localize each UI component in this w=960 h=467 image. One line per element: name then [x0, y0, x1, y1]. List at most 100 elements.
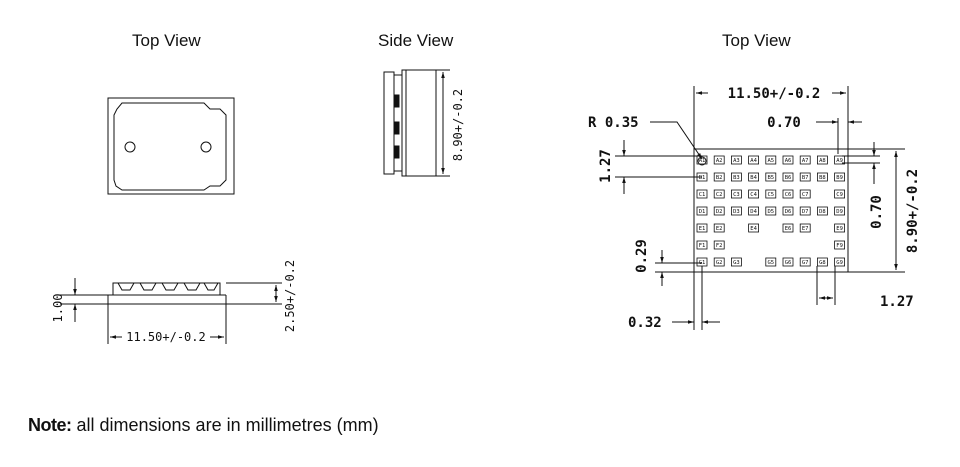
- dimension-note: Note: all dimensions are in millimetres …: [28, 415, 379, 436]
- corner-radius-label: R 0.35: [588, 115, 639, 131]
- pad-label-e2: E2: [716, 226, 723, 232]
- pad-a5: [765, 155, 777, 165]
- pad-b2: [713, 172, 725, 182]
- pad-label-b8: B8: [819, 175, 826, 181]
- pad-d4: [748, 206, 759, 216]
- pad-f2: [713, 240, 725, 250]
- pad-label-b7: B7: [802, 175, 809, 181]
- pad-label-g2: G2: [716, 260, 723, 266]
- col-spacing-label: 1.27: [880, 294, 914, 310]
- pad-layout-height-label: 8.90+/-0.2: [905, 169, 921, 253]
- pad-g6: [782, 257, 794, 267]
- pad-d9: [834, 206, 845, 216]
- pad-c1: [696, 189, 708, 199]
- pad-label-d7: D7: [802, 209, 809, 215]
- top-view-right-title: Top View: [722, 31, 791, 50]
- pad-d6: [782, 206, 794, 216]
- package-outline: [107, 97, 235, 195]
- side-view-height-label: 8.90+/-0.2: [451, 89, 465, 161]
- pad-c4: [748, 189, 759, 199]
- top-view-left-title: Top View: [132, 31, 201, 50]
- pad-label-f1: F1: [699, 243, 706, 249]
- pad-f1: [696, 240, 708, 250]
- pad-label-c5: C5: [767, 192, 774, 198]
- pad-b3: [731, 172, 742, 182]
- elevation-width-label: 11.50+/-0.2: [126, 330, 205, 344]
- pad-d3: [731, 206, 742, 216]
- pad-label-b9: B9: [836, 175, 843, 181]
- pad-label-d3: D3: [733, 209, 740, 215]
- pad-b4: [748, 172, 759, 182]
- pad-g3: [731, 257, 742, 267]
- side-view-title: Side View: [378, 31, 454, 50]
- pad-label-b6: B6: [785, 175, 792, 181]
- pad-pitch-x-label: 0.70: [767, 115, 801, 131]
- pad-layout-width-label: 11.50+/-0.2: [728, 86, 821, 102]
- pad-b9: [834, 172, 845, 182]
- pad-b8: [817, 172, 828, 182]
- pad-c6: [782, 189, 794, 199]
- pad-a3: [731, 155, 742, 165]
- pad-d1: [696, 206, 708, 216]
- side-view-drawing: [383, 69, 450, 177]
- left-offset-label: 0.32: [628, 315, 662, 331]
- pad-b5: [765, 172, 777, 182]
- pad-label-a6: A6: [785, 158, 792, 164]
- pad-label-c7: C7: [802, 192, 809, 198]
- pad-label-c1: C1: [699, 192, 706, 198]
- pad-label-d6: D6: [785, 209, 792, 215]
- pad-label-b4: B4: [750, 175, 757, 181]
- pad-e1: [696, 223, 708, 233]
- pad-b1: [696, 172, 708, 182]
- pad-label-d4: D4: [750, 209, 757, 215]
- pad-a7: [799, 155, 811, 165]
- pad-label-b1: B1: [699, 175, 706, 181]
- pad-g5: [765, 257, 777, 267]
- pad-label-g5: G5: [767, 260, 774, 266]
- note-label: Note:: [28, 415, 72, 435]
- pad-e9: [834, 223, 845, 233]
- pad-label-a7: A7: [802, 158, 809, 164]
- pad-a6: [782, 155, 794, 165]
- pad-label-a4: A4: [750, 158, 757, 164]
- total-height-label: 2.50+/-0.2: [283, 260, 297, 332]
- pad-f9: [834, 240, 845, 250]
- pad-label-e9: E9: [836, 226, 843, 232]
- pad-label-g9: G9: [836, 260, 843, 266]
- pad-label-d5: D5: [767, 209, 774, 215]
- pad-label-c6: C6: [785, 192, 792, 198]
- pad-d2: [713, 206, 725, 216]
- note-text: all dimensions are in millimetres (mm): [71, 415, 379, 435]
- pad-label-g6: G6: [785, 260, 792, 266]
- pad-e4: [748, 223, 759, 233]
- pad-label-e4: E4: [750, 226, 757, 232]
- pad-label-b2: B2: [716, 175, 723, 181]
- pad-label-g8: G8: [819, 260, 826, 266]
- pad-label-d9: D9: [836, 209, 843, 215]
- pad-label-a1: A1: [699, 158, 706, 164]
- pad-label-a3: A3: [733, 158, 740, 164]
- pad-label-b5: B5: [767, 175, 774, 181]
- pad-a9: [834, 155, 845, 165]
- pad-b6: [782, 172, 794, 182]
- pad-a4: [748, 155, 759, 165]
- pad-c5: [765, 189, 777, 199]
- pad-g8: [817, 257, 828, 267]
- pad-label-a8: A8: [819, 158, 826, 164]
- pad-e2: [713, 223, 725, 233]
- side-elevation-drawing: [60, 278, 282, 344]
- row-spacing-label: 1.27: [598, 149, 614, 183]
- pad-label-d2: D2: [716, 209, 723, 215]
- pad-c9: [834, 189, 845, 199]
- pad-b7: [799, 172, 811, 182]
- lid-outline: [113, 102, 227, 191]
- pad-label-c4: C4: [750, 192, 757, 198]
- pad-label-e7: E7: [802, 226, 809, 232]
- pad-c7: [799, 189, 811, 199]
- pad-label-a9: A9: [836, 158, 843, 164]
- pad-label-d8: D8: [819, 209, 826, 215]
- pad-g1: [696, 257, 708, 267]
- pad-g2: [713, 257, 725, 267]
